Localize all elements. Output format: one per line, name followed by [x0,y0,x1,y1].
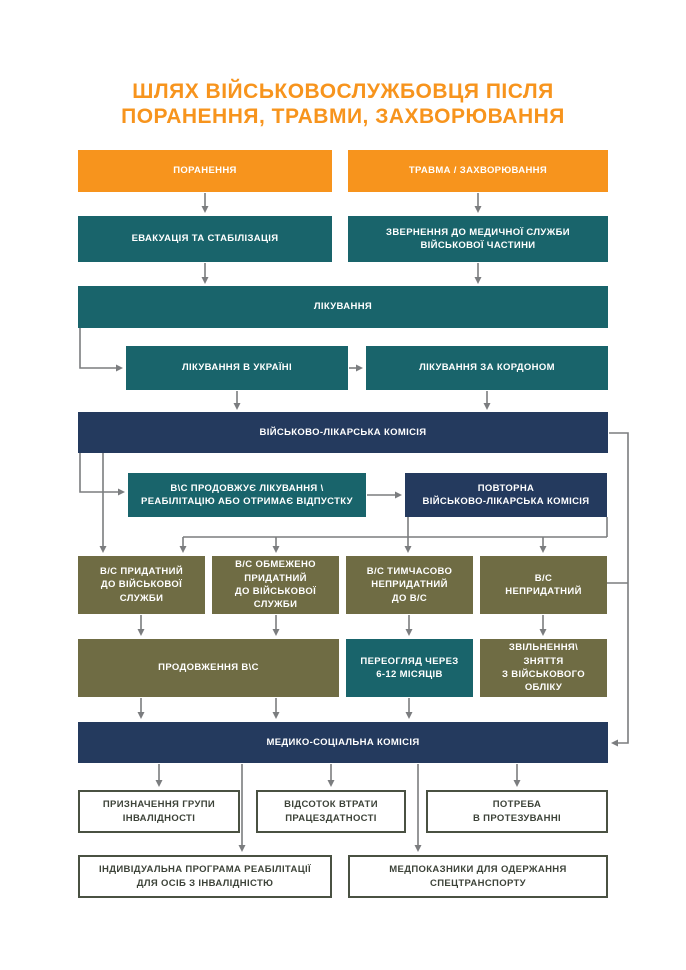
node-fit-label: В/С ПРИДАТНИЙ ДО ВІЙСЬКОВОЇ СЛУЖБИ [99,566,184,604]
node-med-transport: МЕДПОКАЗНИКИ ДЛЯ ОДЕРЖАННЯ СПЕЦТРАНСПОРТ… [348,855,608,898]
node-repeat-commission: ПОВТОРНА ВІЙСЬКОВО-ЛІКАРСЬКА КОМІСІЯ [405,473,607,517]
node-medico-social-commission: МЕДИКО-СОЦІАЛЬНА КОМІСІЯ [78,722,608,763]
node-capacity-loss: ВІДСОТОК ВТРАТИ ПРАЦЕЗДАТНОСТІ [256,790,406,833]
node-medical-service: ЗВЕРНЕННЯ ДО МЕДИЧНОЇ СЛУЖБИ ВІЙСЬКОВОЇ … [348,216,608,262]
node-temporarily-unfit: В/С ТИМЧАСОВО НЕПРИДАТНИЙ ДО В/С [346,556,473,614]
node-capacity-loss-label: ВІДСОТОК ВТРАТИ ПРАЦЕЗДАТНОСТІ [284,799,378,824]
node-disability-group: ПРИЗНАЧЕННЯ ГРУПИ ІНВАЛІДНОСТІ [78,790,240,833]
node-prosthetics-need: ПОТРЕБА В ПРОТЕЗУВАННІ [426,790,608,833]
node-treatment-abroad: ЛІКУВАННЯ ЗА КОРДОНОМ [366,346,608,390]
node-treatment-ukraine: ЛІКУВАННЯ В УКРАЇНІ [126,346,348,390]
connector-arrow [609,432,629,747]
node-evacuation-label: ЕВАКУАЦІЯ ТА СТАБІЛІЗАЦІЯ [131,233,279,245]
node-unfit: В/С НЕПРИДАТНИЙ [480,556,607,614]
node-discharge-label: ЗВІЛЬНЕННЯ\ ЗНЯТТЯ З ВІЙСЬКОВОГО ОБЛІКУ [501,642,585,694]
page-title: ШЛЯХ ВІЙСЬКОВОСЛУЖБОВЦЯ ПІСЛЯ ПОРАНЕННЯ,… [121,80,565,128]
node-partially-fit: В/С ОБМЕЖЕНО ПРИДАТНИЙ ДО ВІЙСЬКОВОЇ СЛУ… [212,556,339,614]
node-med-transport-label: МЕДПОКАЗНИКИ ДЛЯ ОДЕРЖАННЯ СПЕЦТРАНСПОРТ… [389,864,567,889]
node-temporarily-unfit-label: В/С ТИМЧАСОВО НЕПРИДАТНИЙ ДО В/С [366,566,453,604]
node-medico-social-commission-label: МЕДИКО-СОЦІАЛЬНА КОМІСІЯ [266,736,420,748]
node-repeat-commission-label: ПОВТОРНА ВІЙСЬКОВО-ЛІКАРСЬКА КОМІСІЯ [422,482,590,507]
node-service-continuation: ПРОДОВЖЕННЯ В\С [78,639,339,697]
node-wound: ПОРАНЕННЯ [78,150,332,192]
node-wound-label: ПОРАНЕННЯ [173,165,237,177]
node-disability-group-label: ПРИЗНАЧЕННЯ ГРУПИ ІНВАЛІДНОСТІ [102,799,216,824]
node-trauma-label: ТРАВМА / ЗАХВОРЮВАННЯ [408,165,548,177]
node-service-continuation-label: ПРОДОВЖЕННЯ В\С [158,662,259,674]
node-discharge: ЗВІЛЬНЕННЯ\ ЗНЯТТЯ З ВІЙСЬКОВОГО ОБЛІКУ [480,639,607,697]
node-unfit-label: В/С НЕПРИДАТНИЙ [505,572,582,597]
node-continues-treatment: В\С ПРОДОВЖУЄ ЛІКУВАННЯ \ РЕАБІЛІТАЦІЮ А… [128,473,366,517]
node-rehab-program: ІНДИВІДУАЛЬНА ПРОГРАМА РЕАБІЛІТАЦІЇ ДЛЯ … [78,855,332,898]
node-medical-service-label: ЗВЕРНЕННЯ ДО МЕДИЧНОЇ СЛУЖБИ ВІЙСЬКОВОЇ … [386,226,570,251]
node-trauma: ТРАВМА / ЗАХВОРЮВАННЯ [348,150,608,192]
node-partially-fit-label: В/С ОБМЕЖЕНО ПРИДАТНИЙ ДО ВІЙСЬКОВОЇ СЛУ… [234,559,317,611]
connector-arrow [79,328,123,372]
node-treatment-abroad-label: ЛІКУВАННЯ ЗА КОРДОНОМ [419,362,555,374]
node-evacuation: ЕВАКУАЦІЯ ТА СТАБІЛІЗАЦІЯ [78,216,332,262]
node-treatment-label: ЛІКУВАННЯ [313,301,373,313]
node-treatment: ЛІКУВАННЯ [78,286,608,328]
node-treatment-ukraine-label: ЛІКУВАННЯ В УКРАЇНІ [181,362,293,374]
node-military-medical-commission: ВІЙСЬКОВО-ЛІКАРСЬКА КОМІСІЯ [78,412,608,453]
node-continues-treatment-label: В\С ПРОДОВЖУЄ ЛІКУВАННЯ \ РЕАБІЛІТАЦІЮ А… [141,482,353,507]
connector-arrow [79,453,125,496]
node-fit: В/С ПРИДАТНИЙ ДО ВІЙСЬКОВОЇ СЛУЖБИ [78,556,205,614]
node-military-medical-commission-label: ВІЙСЬКОВО-ЛІКАРСЬКА КОМІСІЯ [259,426,427,438]
node-reexamination-label: ПЕРЕОГЛЯД ЧЕРЕЗ 6-12 МІСЯЦІВ [360,655,459,680]
node-reexamination: ПЕРЕОГЛЯД ЧЕРЕЗ 6-12 МІСЯЦІВ [346,639,473,697]
node-rehab-program-label: ІНДИВІДУАЛЬНА ПРОГРАМА РЕАБІЛІТАЦІЇ ДЛЯ … [99,864,311,889]
node-prosthetics-need-label: ПОТРЕБА В ПРОТЕЗУВАННІ [472,799,562,824]
